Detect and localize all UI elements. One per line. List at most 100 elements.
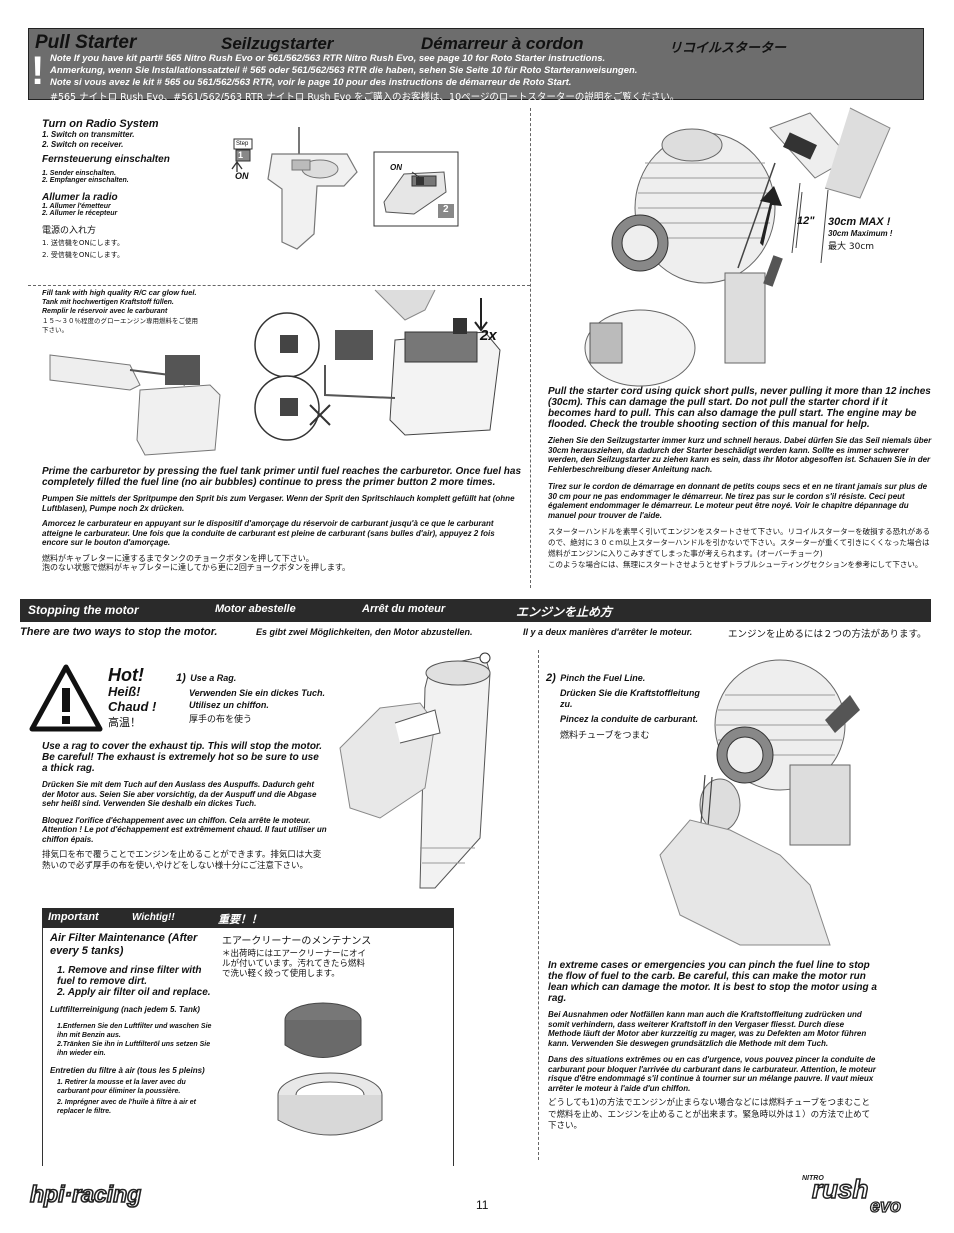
- ways-de: Es gibt zwei Möglichkeiten, den Motor ab…: [256, 627, 473, 637]
- prime-de: Pumpen Sie mittels der Spritpumpe den Sp…: [42, 494, 515, 513]
- title-en: Pull Starter: [35, 32, 137, 53]
- ways-fr: Il y a deux manières d'arrêter le moteur…: [523, 627, 693, 637]
- rush-evo-logo: NITRO rush evo: [802, 1173, 902, 1216]
- on-label-receiver: ON: [390, 163, 402, 172]
- length-12-in: 12": [797, 215, 815, 227]
- step-number-1: 1: [238, 150, 244, 160]
- max-30cm-en: 30cm MAX !: [828, 216, 891, 228]
- logo-nitro: NITRO: [802, 1175, 824, 1182]
- stopping-title-de: Motor abestelle: [215, 603, 296, 615]
- note-fr: Note si vous avez le kit # 565 ou 561/56…: [50, 77, 572, 88]
- stopping-title-fr: Arrêt du moteur: [362, 603, 446, 615]
- pinch-jp: どうしても1)の方法でエンジンが止まらない場合などには燃料チューブをつまむことで…: [548, 1098, 871, 1131]
- radio-title-de: Fernsteuerung einschalten: [42, 154, 170, 165]
- radio-step-jp-2: 2. 受信機をONにします。: [42, 251, 124, 259]
- radio-step-fr-2: 2. Allumer le récepteur: [42, 210, 118, 217]
- filter-step-en-2: 2. Apply air filter oil and replace.: [57, 987, 211, 998]
- ways-en: There are two ways to stop the motor.: [20, 626, 218, 638]
- rag-instructions: Use a rag to cover the exhaust tip. This…: [42, 741, 327, 872]
- prime-jp: 燃料がキャブレターに達するまでタンクのチョークボタンを押して下さい。 泡のない状…: [42, 553, 351, 573]
- filter-title-en: Air Filter Maintenance (After every 5 ta…: [50, 932, 198, 957]
- prime-fr: Amorcez le carburateur en appuyant sur l…: [42, 519, 495, 547]
- hot-label-group: Hot! Heiß! Chaud ! 高温！: [108, 666, 156, 730]
- radio-step-en-1: 1. Switch on transmitter.: [42, 130, 135, 139]
- row-divider: [28, 285, 530, 286]
- pull-fr: Tirez sur le cordon de démarrage en donn…: [548, 482, 928, 520]
- filter-step-fr-2: 2. Imprégner avec de l'huile à filtre à …: [57, 1099, 196, 1115]
- radio-step-en-2: 2. Switch on receiver.: [42, 139, 124, 149]
- max-30cm-jp: 最大 30cm: [828, 242, 875, 252]
- hot-fr: Chaud !: [108, 699, 157, 714]
- fuel-line-en: Fill tank with high quality R/C car glow…: [42, 288, 197, 297]
- step-label: Step: [236, 141, 249, 147]
- column-divider-lower: [538, 650, 539, 1160]
- rag-title-fr: Utilisez un chiffon.: [189, 700, 269, 710]
- pull-instructions: Pull the starter cord using quick short …: [548, 386, 933, 570]
- fuel-line-jp: １５～３０％程度のグローエンジン専用燃料をご使用下さい。: [42, 317, 198, 334]
- on-label-transmitter: ON: [235, 171, 249, 181]
- rag-title-de: Verwenden Sie ein dickes Tuch.: [189, 688, 326, 698]
- pinch-title-jp: 燃料チューブをつまむ: [560, 731, 650, 741]
- fuel-priming-illustration: [49, 289, 501, 456]
- pinch-title-en: Pinch the Fuel Line.: [560, 673, 646, 683]
- pinch-fr: Dans des situations extrêmes ou en cas d…: [548, 1055, 876, 1093]
- rag-title-jp: 厚手の布を使う: [189, 715, 253, 725]
- important-bar: Important Wichtig!! 重要！！: [42, 908, 454, 928]
- stopping-title-jp: エンジンを止め方: [516, 605, 613, 619]
- important-de: Wichtig!!: [132, 912, 175, 923]
- title-fr: Démarreur à cordon: [421, 34, 584, 53]
- engine-pull-start-illustration: [584, 107, 891, 387]
- rag-de: Drücken Sie mit dem Tuch auf den Auslass…: [42, 780, 317, 808]
- page-number: 11: [476, 1198, 489, 1212]
- filter-step-de-2: 2.Tränken Sie ihn in Luftfilteröl uns se…: [57, 1041, 211, 1057]
- pinch-en: In extreme cases or emergencies you can …: [548, 960, 877, 1004]
- stopping-section-bar: Stopping the motor Motor abestelle Arrêt…: [20, 599, 931, 622]
- warning-exclamation-icon: !: [31, 49, 45, 93]
- receiver-switch-illustration: [373, 151, 459, 227]
- radio-step-jp-1: 1. 送信機をONにします。: [42, 239, 124, 247]
- rag-jp: 排気口を布で覆うことでエンジンを止めることができます。排気口は大変熱いので必ず厚…: [42, 850, 322, 871]
- important-box: [42, 928, 454, 1166]
- rag-title-group: 1) Use a Rag. Verwenden Sie ein dickes T…: [176, 668, 356, 725]
- pinch-number: 2): [546, 672, 556, 684]
- radio-title-jp: 電源の入れ方: [42, 226, 97, 236]
- fuel-line-de: Tank mit hochwertigen Kraftstoff füllen.: [42, 299, 174, 306]
- pull-en: Pull the starter cord using quick short …: [548, 386, 931, 430]
- important-jp: 重要！！: [218, 913, 262, 926]
- header-banner: Pull Starter Seilzugstarter Démarreur à …: [28, 28, 924, 103]
- step-number-2: 2: [443, 204, 449, 215]
- filter-title-de: Luftfilterreinigung (nach jedem 5. Tank): [50, 1005, 200, 1014]
- column-divider: [530, 108, 531, 588]
- hpi-racing-logo: hpi·racing: [28, 1180, 142, 1208]
- stopping-ways: There are two ways to stop the motor. Es…: [20, 626, 931, 640]
- hot-de: Heiß!: [108, 684, 141, 699]
- filter-en-group: Air Filter Maintenance (After every 5 ta…: [50, 932, 220, 1116]
- rag-number: 1): [176, 672, 186, 684]
- hot-en: Hot!: [108, 665, 144, 685]
- note-de: Anmerkung, wenn Sie Installationssatztei…: [50, 65, 638, 76]
- important-en: Important: [48, 911, 99, 923]
- hot-warning-triangle-icon: [29, 664, 103, 732]
- note-jp: #565 ナイトロ Rush Evo、#561/562/563 RTR ナイトロ…: [50, 92, 680, 103]
- filter-title-jp: エアークリーナーのメンテナンス: [222, 936, 372, 947]
- pull-jp: スターターハンドルを素早く引いてエンジンをスタートさせて下さい。リコイルスタータ…: [548, 527, 931, 569]
- fuel-line-fr: Remplir le réservoir avec le carburant: [42, 308, 168, 315]
- transmitter-illustration: [231, 127, 358, 250]
- filter-step-de-1: 1.Entfernen Sie den Luftfilter und wasch…: [57, 1023, 212, 1039]
- exhaust-rag-illustration: [339, 652, 491, 889]
- radio-section: Turn on Radio System 1. Switch on transm…: [42, 118, 232, 260]
- max-30cm-fr: 30cm Maximum !: [828, 229, 893, 238]
- logo-rush: rush: [812, 1174, 868, 1204]
- rag-fr: Bloquez l'orifice d'échappement avec un …: [42, 815, 327, 844]
- note-en: Note If you have kit part# 565 Nitro Rus…: [50, 53, 606, 64]
- pinch-title-group: 2) Pinch the Fuel Line. Drücken Sie die …: [546, 668, 706, 741]
- radio-step-fr-1: 1. Allumer l'émetteur: [42, 203, 111, 210]
- pinch-title-fr: Pincez la conduite de carburant.: [560, 714, 699, 724]
- rag-title-en: Use a Rag.: [190, 673, 237, 683]
- hot-jp: 高温！: [108, 716, 141, 729]
- title-jp: リコイルスターター: [669, 41, 787, 56]
- rag-en: Use a rag to cover the exhaust tip. This…: [42, 741, 323, 774]
- ways-jp: エンジンを止めるには２つの方法があります。: [728, 629, 927, 640]
- prime-instructions: Prime the carburetor by pressing the fue…: [42, 466, 522, 573]
- fuel-line-pinch-illustration: [659, 659, 860, 946]
